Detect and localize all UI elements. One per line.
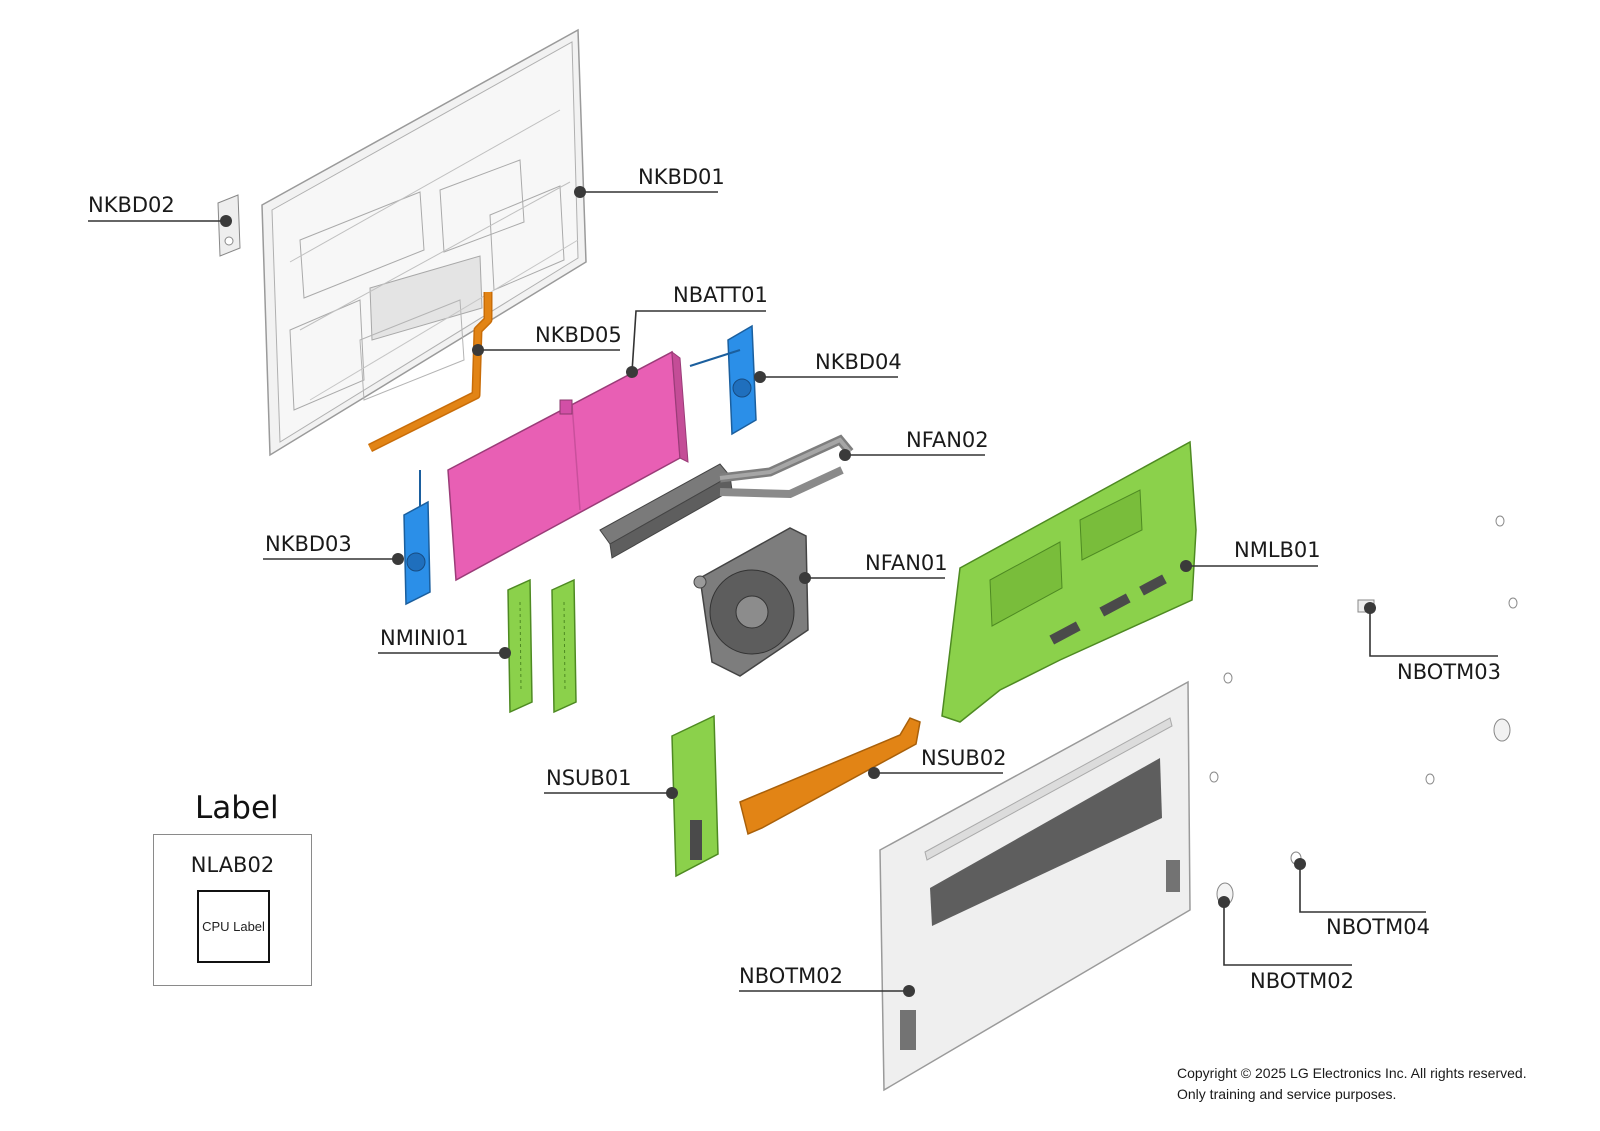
label-nmlb01: NMLB01: [1234, 538, 1321, 562]
ssd-modules-part: [507, 578, 577, 714]
screws-and-feet: [1209, 515, 1518, 906]
label-nsub01: NSUB01: [546, 766, 632, 790]
fan-part: [693, 527, 809, 677]
label-nbotm04: NBOTM04: [1326, 915, 1430, 939]
copyright-notice: Copyright © 2025 LG Electronics Inc. All…: [1177, 1063, 1527, 1105]
label-nkbd03: NKBD03: [265, 532, 352, 556]
battery-part: [447, 350, 689, 582]
leader-nbotm02-right: [1223, 902, 1352, 966]
sub-cable-part: [739, 717, 921, 836]
label-nsub02: NSUB02: [921, 746, 1007, 770]
subboard-part: [671, 714, 719, 878]
label-nkbd05: NKBD05: [535, 323, 622, 347]
label-nkbd04: NKBD04: [815, 350, 902, 374]
label-nbatt01: NBATT01: [673, 283, 768, 307]
label-nbotm02-left: NBOTM02: [739, 964, 843, 988]
heatsink-part: [599, 434, 854, 559]
cpu-label-box: CPU Label: [197, 890, 270, 963]
leader-dots: [220, 186, 1376, 997]
label-section-heading: Label: [195, 790, 279, 826]
copyright-line-2: Only training and service purposes.: [1177, 1086, 1397, 1102]
label-section-code: NLAB02: [190, 853, 275, 877]
label-nkbd01: NKBD01: [638, 165, 725, 189]
leader-nbatt01: [631, 310, 766, 373]
copyright-line-1: Copyright © 2025 LG Electronics Inc. All…: [1177, 1065, 1527, 1081]
leader-lines: [88, 191, 1498, 992]
label-nbotm02-right: NBOTM02: [1250, 969, 1354, 993]
leader-nbotm04: [1299, 864, 1426, 913]
label-nmini01: NMINI01: [380, 626, 469, 650]
mainboard-part: [941, 440, 1197, 723]
label-nbotm03: NBOTM03: [1397, 660, 1501, 684]
cpu-label-text: CPU Label: [202, 919, 265, 934]
right-speaker-part: [689, 324, 757, 436]
leader-nbotm03: [1369, 608, 1498, 657]
label-nkbd02: NKBD02: [88, 193, 175, 217]
label-section-box: NLAB02 CPU Label: [153, 834, 312, 986]
label-nfan01: NFAN01: [865, 551, 948, 575]
label-nfan02: NFAN02: [906, 428, 989, 452]
left-speaker-part: [403, 470, 431, 606]
bottom-case-part: [879, 680, 1191, 1092]
flex-cable-part: [367, 292, 493, 453]
top-case-part: [261, 28, 587, 457]
